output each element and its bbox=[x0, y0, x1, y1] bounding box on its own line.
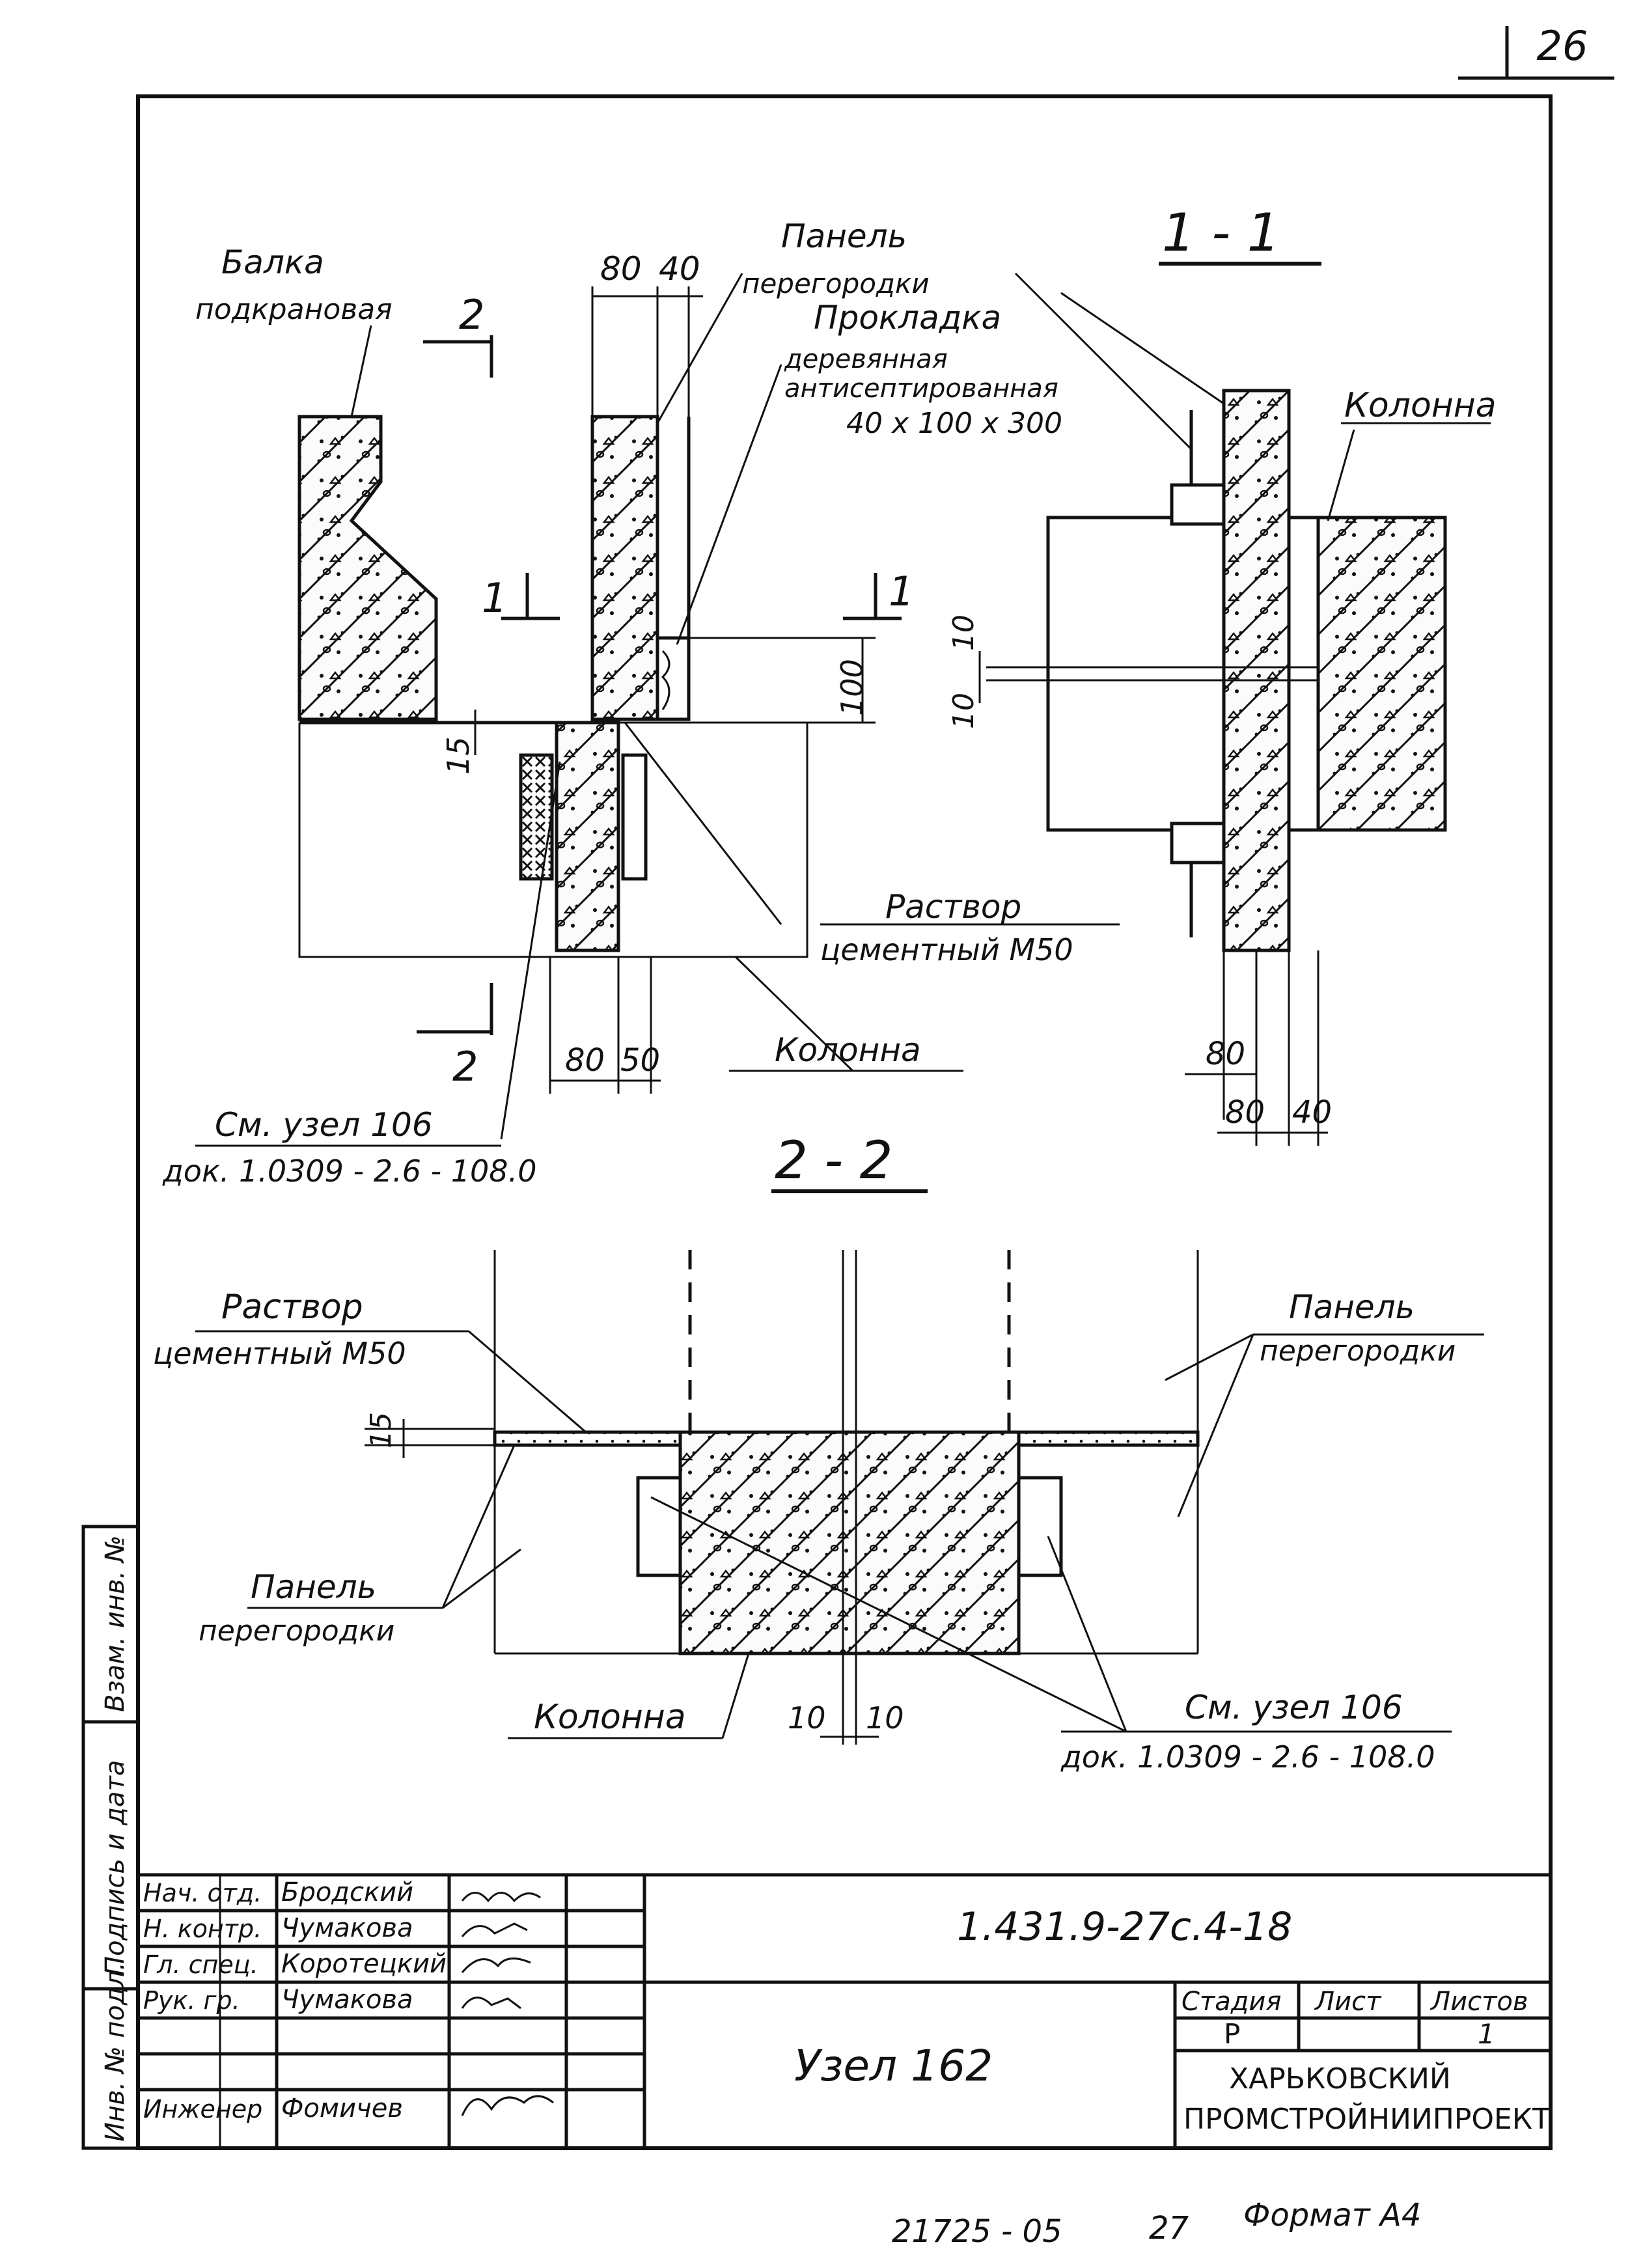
label-mortar-1: Раствор bbox=[885, 888, 1021, 926]
label-panel22-left-2: перегородки bbox=[199, 1614, 394, 1648]
label-panel22-right-2: перегородки bbox=[1260, 1335, 1456, 1368]
org-name-2: ПРОМСТРОЙНИИПРОЕКТ bbox=[1183, 2103, 1550, 2136]
label-pad-size: 40 x 100 x 300 bbox=[846, 407, 1062, 440]
label-pad-2: деревянная bbox=[784, 344, 948, 374]
label-beam-1: Балка bbox=[221, 243, 324, 281]
sheet-frame bbox=[136, 26, 1614, 2150]
dim-plan-100: 100 bbox=[835, 659, 870, 716]
title-block bbox=[138, 1873, 1551, 2148]
section-2-2-view bbox=[195, 1250, 1484, 1745]
sheets-value: 1 bbox=[1478, 2018, 1495, 2050]
footer-page: 27 bbox=[1149, 2210, 1189, 2247]
section-title-2-2: 2 - 2 bbox=[775, 1130, 893, 1191]
stage-value: Р bbox=[1224, 2018, 1241, 2050]
label-panel-1: Панель bbox=[781, 217, 907, 255]
partition-panel-plan bbox=[590, 415, 659, 721]
sheet-number: 26 bbox=[1537, 22, 1588, 70]
label-ref-1: См. узел 106 bbox=[215, 1106, 433, 1144]
label-pad-3: антисептированная bbox=[784, 374, 1058, 404]
row-role-1: Н. контр. bbox=[143, 1915, 262, 1943]
dim-plan-80: 80 bbox=[600, 250, 642, 288]
row-name-2: Коротецкий bbox=[281, 1949, 447, 1979]
section-mark-1-right: 1 bbox=[889, 568, 914, 615]
dim-plan-40: 40 bbox=[659, 250, 700, 288]
row-role-2: Гл. спец. bbox=[143, 1950, 258, 1979]
dim-section11-10b: 10 bbox=[947, 693, 980, 729]
footer-format: Формат А4 bbox=[1243, 2197, 1422, 2233]
dim-plan-15: 15 bbox=[441, 736, 476, 775]
stage-header: Стадия bbox=[1181, 1987, 1282, 2017]
org-name-1: ХАРЬКОВСКИЙ bbox=[1229, 2062, 1451, 2095]
column-section11 bbox=[1316, 516, 1447, 832]
row-name-6: Фомичев bbox=[281, 2094, 403, 2123]
label-pad-1: Прокладка bbox=[814, 299, 1001, 337]
label-mortar-2: цементный М50 bbox=[820, 932, 1073, 967]
plan-view bbox=[195, 273, 1120, 1147]
drawing-title: Узел 162 bbox=[794, 2041, 993, 2091]
dim-section22-15: 15 bbox=[365, 1412, 398, 1448]
label-panel22-left-1: Панель bbox=[251, 1568, 376, 1606]
stamp-sign-date: Подпись и дата bbox=[100, 1760, 130, 1976]
row-role-0: Нач. отд. bbox=[143, 1879, 262, 1907]
crane-beam bbox=[297, 415, 438, 721]
row-name-0: Бродский bbox=[281, 1877, 414, 1907]
section-mark-1-left: 1 bbox=[482, 574, 507, 622]
dim-plan-50: 50 bbox=[620, 1042, 660, 1079]
section-1-1-view bbox=[978, 272, 1491, 1146]
row-name-3: Чумакова bbox=[281, 1985, 413, 2015]
row-role-3: Рук. гр. bbox=[143, 1986, 240, 2015]
sheet-header: Лист bbox=[1315, 1987, 1381, 2017]
section-title-1-1: 1 - 1 bbox=[1162, 202, 1280, 263]
dim-section11-80a: 80 bbox=[1206, 1036, 1245, 1072]
section-mark-2-bottom: 2 bbox=[452, 1043, 478, 1090]
section-mark-2-top: 2 bbox=[459, 291, 484, 339]
sheets-header: Листов bbox=[1431, 1987, 1528, 2017]
label-mortar22-1: Раствор bbox=[221, 1288, 363, 1327]
label-panel22-right-1: Панель bbox=[1289, 1288, 1415, 1326]
stamp-replace-inv: Взам. инв. № bbox=[100, 1535, 130, 1712]
panel-section11 bbox=[1222, 389, 1291, 952]
dim-section22-10a: 10 bbox=[788, 1700, 826, 1736]
label-ref22-2: док. 1.0309 - 2.6 - 108.0 bbox=[1060, 1739, 1435, 1775]
label-ref22-1: См. узел 106 bbox=[1185, 1689, 1403, 1726]
dim-section11-10a: 10 bbox=[947, 615, 980, 651]
label-panel-2: перегородки bbox=[742, 268, 930, 299]
doc-code: 1.431.9-27с.4-18 bbox=[957, 1904, 1293, 1950]
label-column-plan: Колонна bbox=[775, 1031, 921, 1069]
label-column-section11: Колонна bbox=[1344, 386, 1497, 425]
column-plan bbox=[555, 721, 620, 952]
label-column22: Колонна bbox=[534, 1698, 686, 1737]
dim-section11-80b: 80 bbox=[1225, 1094, 1265, 1131]
label-ref-2: док. 1.0309 - 2.6 - 108.0 bbox=[162, 1154, 536, 1189]
side-stamp bbox=[81, 1525, 140, 2150]
label-mortar22-2: цементный М50 bbox=[153, 1336, 406, 1371]
row-role-6: Инженер bbox=[143, 2095, 263, 2123]
dim-section22-10b: 10 bbox=[866, 1700, 904, 1736]
dim-plan-80b: 80 bbox=[565, 1042, 605, 1079]
column-section22 bbox=[678, 1430, 1021, 1655]
row-name-1: Чумакова bbox=[281, 1913, 413, 1943]
label-beam-2: подкрановая bbox=[195, 293, 393, 326]
footer-inventory: 21725 - 05 bbox=[892, 2213, 1062, 2250]
dim-section11-40: 40 bbox=[1292, 1094, 1332, 1131]
stamp-inv-orig: Инв. № подл. bbox=[100, 1962, 130, 2142]
wooden-pad bbox=[656, 636, 691, 721]
